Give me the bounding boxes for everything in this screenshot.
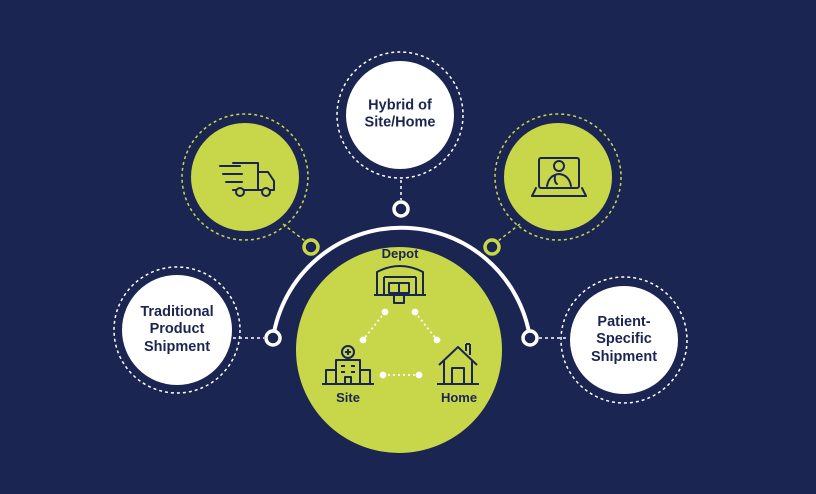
label-home: Home [440,390,478,406]
connector-courier [282,223,306,242]
node-hybrid [336,51,464,179]
connecting-arc [271,225,532,339]
label-hybrid: Hybrid of Site/Home [364,97,436,131]
arc-dot-right-upper [483,238,501,256]
warehouse-icon [374,265,426,304]
house-icon [437,343,479,385]
hub-connectors [359,308,441,379]
label-traditional: Traditional Product Shipment [140,303,214,355]
label-site: Site [336,390,360,406]
arc-dot-right [521,329,539,347]
node-telehealth [494,113,622,241]
arc-dot-top [392,200,410,218]
label-patient: Patient- Specific Shipment [590,313,658,365]
doctor-laptop-icon [531,157,587,197]
node-traditional [113,266,241,394]
node-courier [181,113,309,241]
arc-dot-left-upper [302,238,320,256]
hub-circle [296,247,502,453]
node-patient [560,276,688,404]
delivery-truck-icon [219,162,275,197]
arc-dot-left [264,329,282,347]
connector-telehealth [497,223,521,242]
label-depot: Depot [381,246,419,262]
hospital-icon [322,345,374,385]
